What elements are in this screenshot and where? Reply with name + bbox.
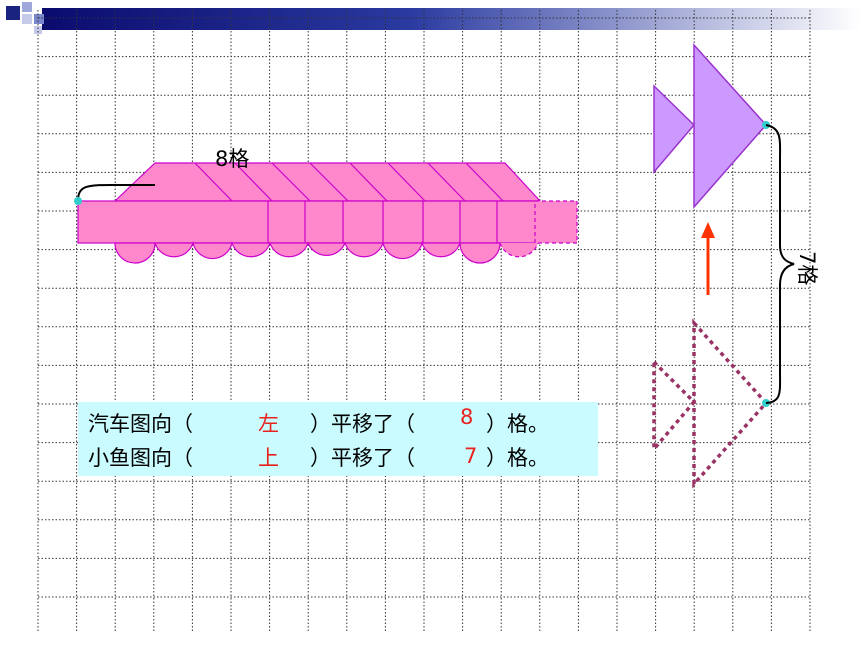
car-body-dashed-end [534,200,578,244]
car-wheels [114,240,501,264]
car-sentence-suffix: ）格。 [486,412,549,436]
fish-distance-label: 7格 [795,251,819,285]
answer-box: 汽车图向（ 左 ）平移了（ 8 ）格。 小鱼图向（ 上 ）平移了（ 7 ）格。 [78,402,598,476]
fish-tail [653,84,696,175]
car-body [77,200,539,244]
car-sentence-middle: ）平移了（ [310,412,415,436]
car-amount-answer: 8 [460,405,474,429]
fish-sentence-middle: ）平移了（ [310,446,415,470]
car-distance-label: 8格 [215,147,249,171]
car-roof-trapezoid [113,162,542,202]
fish-moved [653,43,768,209]
fish-amount-answer: 7 [464,444,478,468]
fish-sentence-suffix: ）格。 [486,446,549,470]
fish-original-dotted [652,318,769,489]
fish-body [693,43,768,209]
fish-direction-answer: 上 [258,446,279,470]
car-shape [77,162,578,264]
car-sentence-prefix: 汽车图向（ [88,412,193,436]
car-start-marker [74,197,82,205]
up-arrow [701,222,715,295]
car-distance-brace [77,183,155,202]
fish-sentence-prefix: 小鱼图向（ [88,446,193,470]
car-direction-answer: 左 [258,412,279,436]
fish-distance-brace [765,124,795,404]
